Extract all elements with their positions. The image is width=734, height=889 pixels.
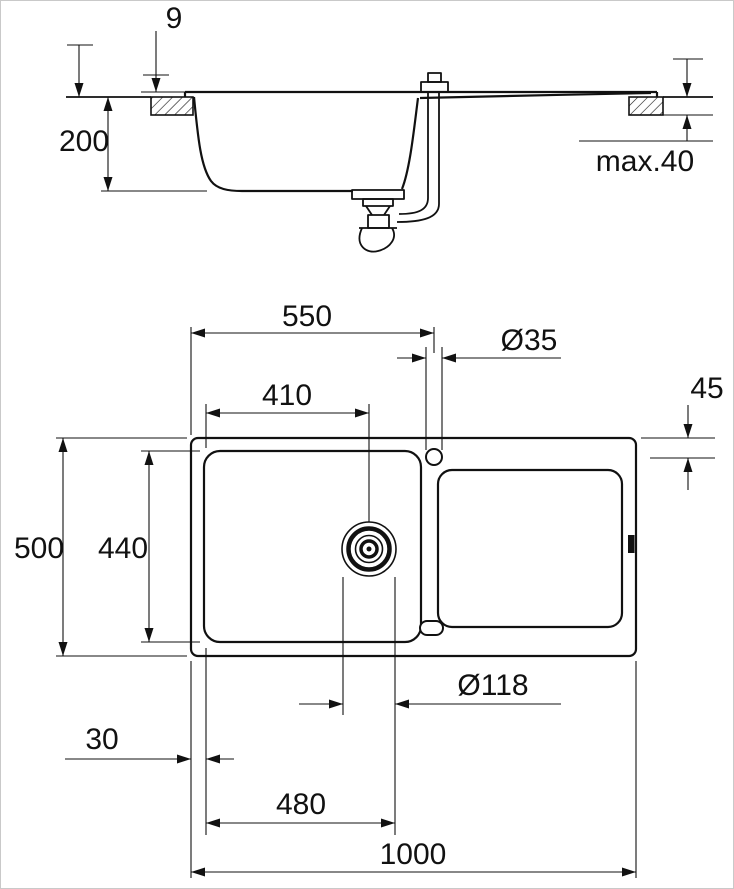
dim-overall-length-label: 1000 (380, 838, 447, 871)
section-view: 9 200 max.40 (59, 2, 713, 253)
tap-hole (425, 448, 443, 466)
dim-tap-offset-label: 550 (282, 300, 332, 333)
dim-worktop-thickness-label: max.40 (596, 145, 694, 178)
dim-drain-diameter-label: Ø118 (457, 669, 528, 702)
countertop-cross-section (66, 96, 713, 116)
faucet-fitting (396, 72, 449, 223)
dim-edge-margin-label: 30 (85, 723, 118, 756)
sink-top-outline (189, 436, 638, 658)
plan-view: 550 Ø35 45 410 500 (14, 300, 724, 878)
overflow-slot (419, 620, 444, 636)
dim-rim-height-label: 9 (166, 2, 183, 35)
drain-strainer (341, 521, 397, 577)
drain-trap-assembly (351, 189, 405, 253)
mounting-clip (628, 535, 635, 553)
dim-drain-span-label: 480 (276, 788, 326, 821)
dim-bowl-depth-label: 200 (59, 125, 109, 158)
dim-drain-offset-label: 410 (262, 379, 312, 412)
dim-bowl-depth-inner-label: 440 (98, 532, 148, 565)
section-dimensions: 9 200 max.40 (59, 2, 713, 192)
dim-tap-diameter-label: Ø35 (501, 324, 558, 357)
dim-overall-depth-label: 500 (14, 532, 64, 565)
dim-tap-edge-distance-label: 45 (690, 372, 723, 405)
plan-dimensions: 550 Ø35 45 410 500 (14, 300, 724, 878)
